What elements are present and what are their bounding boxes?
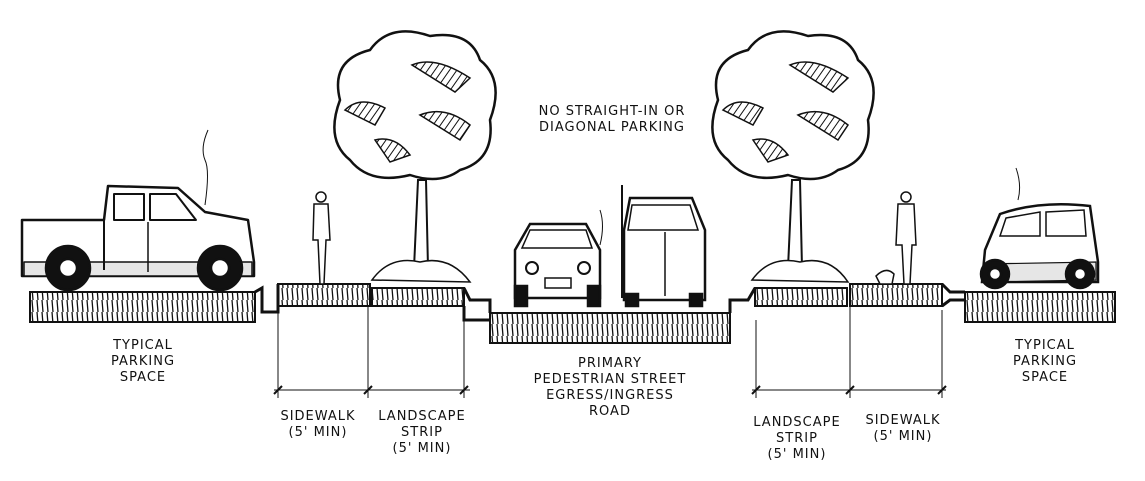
left-landscape-line1: LANDSCAPE — [378, 409, 466, 424]
van-rear-sketch — [621, 185, 707, 308]
smart-car-sketch — [979, 167, 1100, 290]
left-sidewalk-label: SIDEWALK (5' MIN) — [268, 409, 368, 441]
tree-right-sketch — [711, 30, 875, 283]
left-sidewalk-line2: (5' MIN) — [288, 425, 348, 440]
right-parking-label: TYPICAL PARKING SPACE — [990, 338, 1100, 386]
ground-profile — [29, 282, 1116, 344]
right-landscape-line3: (5' MIN) — [767, 447, 827, 462]
right-parking-line3: SPACE — [1021, 370, 1069, 385]
road-label: PRIMARY PEDESTRIAN STREET EGRESS/INGRESS… — [518, 356, 702, 420]
right-sidewalk-line1: SIDEWALK — [865, 413, 941, 428]
right-landscape-line2: STRIP — [776, 431, 818, 446]
left-parking-line1: TYPICAL — [113, 338, 173, 353]
right-sidewalk-line2: (5' MIN) — [873, 429, 933, 444]
left-parking-pavement — [29, 291, 256, 323]
left-parking-line3: SPACE — [119, 370, 167, 385]
parking-note: NO STRAIGHT-IN OR DIAGONAL PARKING — [512, 104, 712, 136]
left-landscape-soil — [371, 287, 465, 307]
road-line3: EGRESS/INGRESS — [546, 388, 674, 403]
left-parking-line2: PARKING — [110, 354, 176, 369]
parking-note-line1: NO STRAIGHT-IN OR — [538, 104, 686, 119]
left-parking-label: TYPICAL PARKING SPACE — [88, 338, 198, 386]
right-sidewalk-label: SIDEWALK (5' MIN) — [854, 413, 952, 445]
parking-note-line2: DIAGONAL PARKING — [539, 120, 685, 135]
tree-left-sketch — [333, 30, 497, 283]
right-landscape-soil — [754, 287, 848, 307]
road-pavement — [489, 312, 731, 344]
right-sidewalk-slab — [849, 283, 943, 307]
road-line2: PEDESTRIAN STREET — [533, 372, 687, 387]
left-sidewalk-line1: SIDEWALK — [280, 409, 356, 424]
road-line4: ROAD — [589, 404, 631, 419]
road-line1: PRIMARY — [578, 356, 642, 371]
right-parking-pavement — [964, 291, 1116, 323]
left-landscape-line2: STRIP — [401, 425, 443, 440]
pedestrian-right-sketch — [875, 191, 917, 285]
compact-car-front-sketch — [513, 209, 603, 308]
right-parking-line1: TYPICAL — [1015, 338, 1075, 353]
dimension-lines — [273, 306, 947, 398]
pedestrian-left-sketch — [312, 191, 331, 285]
left-sidewalk-slab — [277, 283, 371, 307]
right-landscape-label: LANDSCAPE STRIP (5' MIN) — [744, 415, 850, 463]
right-parking-line2: PARKING — [1012, 354, 1078, 369]
right-landscape-line1: LANDSCAPE — [753, 415, 841, 430]
left-landscape-line3: (5' MIN) — [392, 441, 452, 456]
pickup-truck-sketch — [20, 129, 256, 292]
left-landscape-label: LANDSCAPE STRIP (5' MIN) — [370, 409, 474, 457]
dog-sketch — [875, 269, 895, 285]
